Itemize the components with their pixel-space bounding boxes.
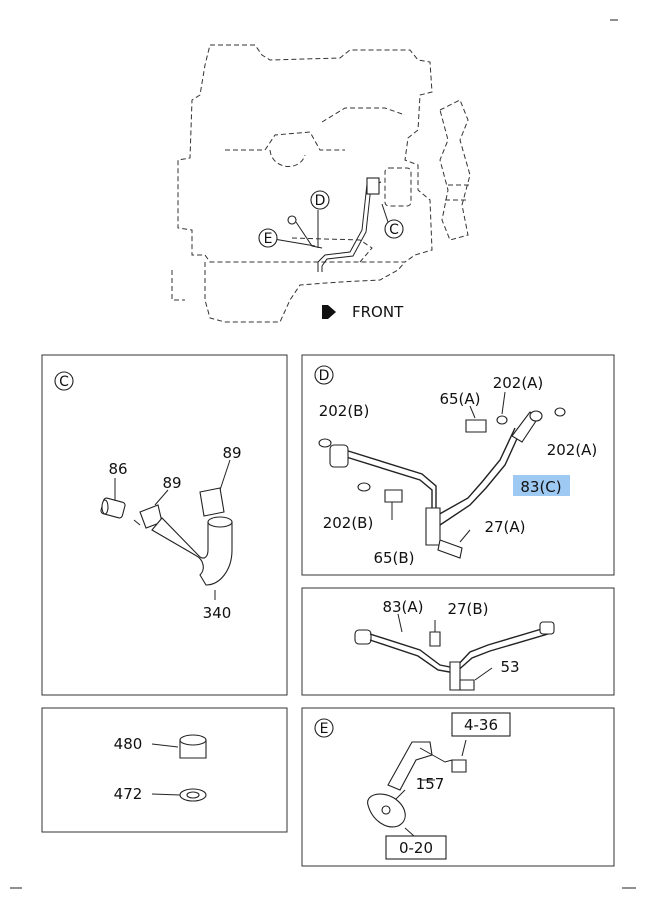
label-27b: 27(B) (447, 600, 488, 618)
label-89-right: 89 (222, 444, 241, 462)
label-83a: 83(A) (382, 598, 423, 616)
label-83c: 83(C) (520, 478, 561, 496)
label-202a-right: 202(A) (547, 441, 598, 459)
ref-box-4-36 (451, 712, 511, 737)
page-crop-marks (10, 19, 636, 889)
label-340: 340 (203, 604, 232, 622)
ref-4-36: 4-36 (464, 716, 498, 734)
callout-c-overview (384, 219, 404, 239)
label-202b-bottom: 202(B) (323, 514, 374, 532)
label-480: 480 (114, 735, 143, 753)
label-65a: 65(A) (439, 390, 480, 408)
callout-e-overview (258, 228, 278, 248)
ref-0-20: 0-20 (399, 839, 433, 857)
engine-overview: D E C FRONT (171, 44, 471, 323)
part-89-clip-right (199, 459, 231, 517)
panel-d: D 202(B) 65(A) 202(A) 202(A) 83(C) 202(B… (301, 354, 615, 576)
label-65b: 65(B) (373, 549, 414, 567)
panel-plug: 480 472 (41, 707, 288, 833)
ref-box-0-20 (385, 835, 447, 860)
front-arrow-icon (322, 305, 336, 319)
label-202b-top: 202(B) (319, 402, 370, 420)
label-472: 472 (114, 785, 143, 803)
panel-c-header: C (59, 374, 69, 390)
label-157: 157 (416, 775, 445, 793)
front-label: FRONT (352, 303, 404, 321)
label-89-left: 89 (162, 474, 181, 492)
panel-d-header: D (319, 368, 330, 384)
panel-c: C 86 89 89 340 (41, 354, 288, 696)
part-340-hose (151, 516, 233, 600)
label-86: 86 (108, 460, 127, 478)
callout-d-overview (310, 190, 330, 210)
panel-e-header: E (320, 721, 329, 737)
panel-pipe-a: 83(A) 27(B) 53 (301, 587, 615, 696)
callout-e-letter: E (264, 231, 273, 247)
label-202a-top: 202(A) (493, 374, 544, 392)
label-27a: 27(A) (484, 518, 525, 536)
callout-d-letter: D (315, 193, 326, 209)
highlight-83c (513, 475, 570, 496)
callout-c-letter: C (389, 222, 399, 238)
part-86-fitting (100, 478, 126, 519)
label-53: 53 (500, 658, 519, 676)
panel-e: E 4-36 0-20 157 (301, 707, 615, 867)
